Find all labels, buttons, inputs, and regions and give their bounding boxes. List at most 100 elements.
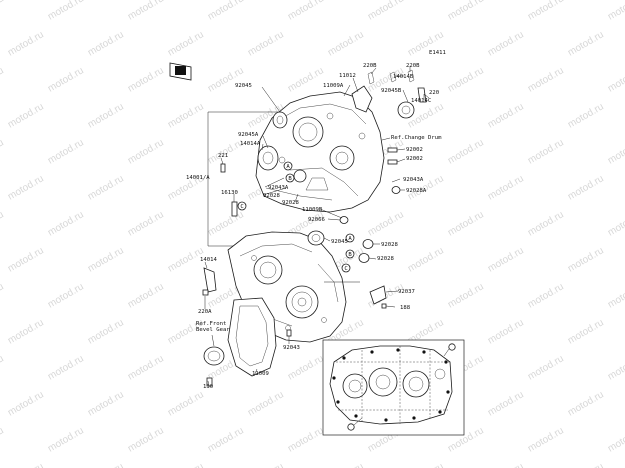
callout-C-left: C	[240, 204, 243, 210]
crankcase-bolt-pattern-inset	[322, 339, 465, 436]
part-label-92043a-a: 92043A	[403, 177, 424, 183]
gasket-11009	[227, 297, 277, 377]
watermark-text: motod.ru	[526, 65, 566, 94]
upper-crankcase-half	[255, 91, 385, 213]
part-label-11009a: 11009A	[323, 83, 344, 89]
part-label-92028-c: 92028	[381, 242, 398, 248]
leader-lines	[204, 66, 430, 387]
watermark-text: motod.ru	[206, 0, 246, 23]
watermark-text: motod.ru	[86, 29, 126, 58]
part-label-14001a: 14001/A	[186, 175, 210, 181]
part-label-92028-d: 92028	[377, 256, 394, 262]
watermark-text: motod.ru	[526, 353, 566, 382]
watermark-text: motod.ru	[246, 29, 286, 58]
watermark-text: motod.ru	[86, 245, 126, 274]
part-label-130: 130	[203, 384, 213, 390]
watermark-text: motod.ru	[166, 101, 206, 130]
watermark-text: motod.ru	[566, 29, 606, 58]
watermark-text: motod.ru	[206, 425, 246, 454]
watermark-text: motod.ru	[6, 29, 46, 58]
watermark-text: motod.ru	[6, 317, 46, 346]
watermark-text: motod.ru	[446, 209, 486, 238]
watermark-text: motod.ru	[286, 353, 326, 382]
watermark-text: motod.ru	[46, 353, 86, 382]
part-label-14014a: 14014A	[240, 141, 261, 147]
watermark-text: motod.ru	[286, 65, 326, 94]
watermark-text: motod.ru	[126, 0, 166, 23]
part-label-92066: 92066	[308, 217, 325, 223]
watermark-text: motod.ru	[0, 425, 6, 454]
part-label-ref-change-drum: Ref.Change Drum	[391, 135, 442, 141]
part-label-14014: 14014	[200, 257, 217, 263]
watermark-text: motod.ru	[606, 425, 625, 454]
front-direction-icon	[169, 62, 192, 81]
watermark-text: motod.ru	[566, 173, 606, 202]
watermark-text: motod.ru	[46, 425, 86, 454]
watermark-text: motod.ru	[286, 0, 326, 23]
watermark-text: motod.ru	[86, 461, 126, 468]
callout-A-upper: A	[286, 164, 290, 170]
watermark-text: motod.ru	[526, 0, 566, 23]
watermark-text: motod.ru	[0, 0, 6, 23]
watermark-text: motod.ru	[126, 65, 166, 94]
watermark-text: motod.ru	[486, 461, 526, 468]
watermark-text: motod.ru	[526, 425, 566, 454]
part-label-11009b: 11009B	[302, 207, 323, 213]
watermark-text: motod.ru	[606, 65, 625, 94]
watermark-text: motod.ru	[6, 101, 46, 130]
watermark-text: motod.ru	[0, 353, 6, 382]
part-label-92045a: 92045A	[238, 132, 259, 138]
watermark-text: motod.ru	[126, 209, 166, 238]
watermark-text: motod.ru	[0, 65, 6, 94]
watermark-text: motod.ru	[0, 137, 6, 166]
watermark-text: motod.ru	[566, 461, 606, 468]
watermark-text: motod.ru	[326, 29, 366, 58]
part-label-220b-a: 220B	[363, 63, 377, 69]
callout-circles: A B C A B C	[237, 161, 355, 273]
part-label-11009: 11009	[252, 371, 269, 377]
watermark-text: motod.ru	[486, 245, 526, 274]
part-label-ref-front-1: Ref.Front	[196, 321, 226, 327]
watermark-text: motod.ru	[606, 0, 625, 23]
watermark-text: motod.ru	[0, 281, 6, 310]
watermark-text: motod.ru	[446, 0, 486, 23]
part-label-14014c: 14014C	[411, 98, 431, 104]
watermark-text: motod.ru	[566, 317, 606, 346]
part-label-14014b: 14014B	[393, 74, 414, 80]
watermark-text: motod.ru	[286, 425, 326, 454]
watermark-text: motod.ru	[126, 281, 166, 310]
watermark-text: motod.ru	[446, 137, 486, 166]
part-label-188: 188	[400, 305, 411, 311]
watermark-text: motod.ru	[6, 389, 46, 418]
watermark-text: motod.ru	[166, 389, 206, 418]
watermark-text: motod.ru	[486, 29, 526, 58]
part-label-92045b: 92045B	[381, 88, 402, 94]
callout-B-lower: B	[348, 252, 352, 258]
part-label-11012: 11012	[339, 73, 356, 79]
watermark-text: motod.ru	[526, 281, 566, 310]
watermark-text: motod.ru	[566, 389, 606, 418]
part-label-220b-b: 220B	[406, 63, 420, 69]
watermark-text: motod.ru	[86, 173, 126, 202]
part-label-92028-b: 92028	[282, 200, 299, 206]
watermark-text: motod.ru	[606, 137, 625, 166]
part-label-92043: 92043	[283, 345, 300, 351]
diagram-code: E1411	[429, 50, 446, 56]
watermark-text: motod.ru	[246, 461, 286, 468]
watermark-text: motod.ru	[526, 137, 566, 166]
watermark-text: motod.ru	[486, 389, 526, 418]
watermark-text: motod.ru	[406, 245, 446, 274]
watermark-text: motod.ru	[486, 101, 526, 130]
watermark-text: motod.ru	[86, 389, 126, 418]
part-label-92043a-b: 92043A	[268, 185, 289, 191]
watermark-text: motod.ru	[206, 65, 246, 94]
watermark-text: motod.ru	[6, 173, 46, 202]
part-label-221: 221	[218, 153, 228, 159]
watermark-text: motod.ru	[126, 425, 166, 454]
watermark-text: motod.ru	[126, 137, 166, 166]
small-hardware	[202, 69, 427, 387]
bearings-and-seals	[203, 101, 415, 366]
